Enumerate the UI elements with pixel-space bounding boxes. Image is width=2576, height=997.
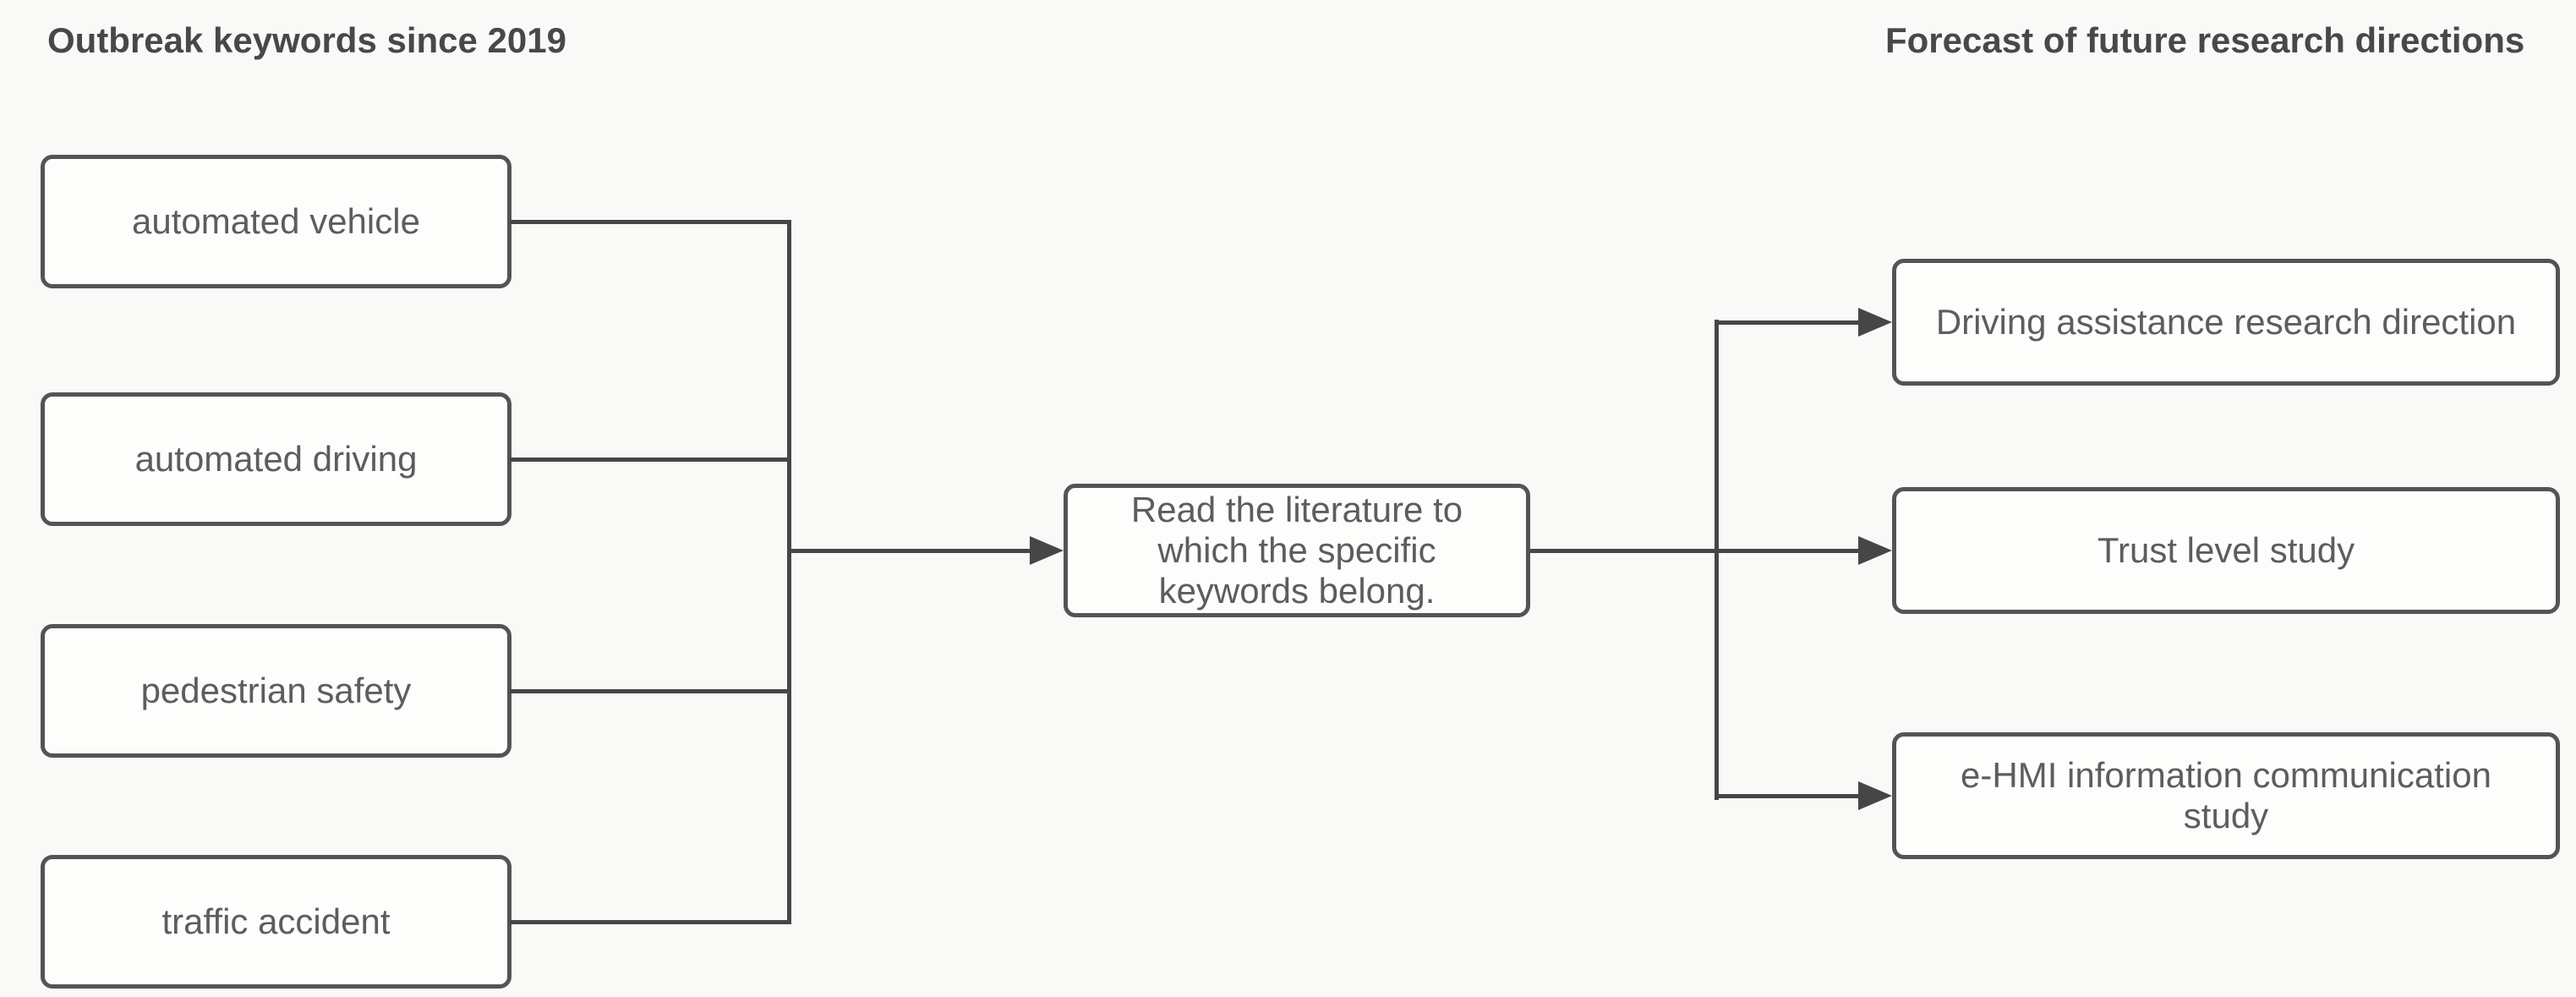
node-driving-assistance-direction: Driving assistance research direction: [1892, 259, 2560, 386]
arrow-to-trust-level-arrowhead-icon: [1858, 536, 1892, 565]
node-read-literature: Read the literature to which the specifi…: [1064, 484, 1530, 617]
node-label: automated driving: [134, 438, 418, 479]
node-label: Driving assistance research direction: [1935, 301, 2517, 342]
connector-stub-automated-driving: [510, 457, 790, 462]
node-pedestrian-safety: pedestrian safety: [41, 624, 511, 758]
node-label: e-HMI information communication study: [1961, 754, 2491, 835]
node-automated-driving: automated driving: [41, 392, 511, 526]
connector-stub-traffic-accident: [510, 920, 790, 924]
connector-stub-pedestrian-safety: [510, 689, 790, 693]
node-automated-vehicle: automated vehicle: [41, 155, 511, 288]
arrow-to-ehmi-shaft: [1715, 794, 1860, 798]
distribution-line: [1715, 320, 1719, 800]
node-label: pedestrian safety: [140, 670, 412, 710]
arrow-to-driving-assistance-shaft: [1715, 320, 1860, 325]
arrow-to-process-shaft: [787, 549, 1032, 553]
arrow-to-driving-assistance-arrowhead-icon: [1858, 308, 1892, 337]
connector-stub-automated-vehicle: [510, 220, 790, 224]
node-label: automated vehicle: [132, 200, 420, 241]
node-ehmi-communication-study: e-HMI information communication study: [1892, 732, 2560, 859]
node-trust-level-study: Trust level study: [1892, 487, 2560, 614]
collector-line: [787, 220, 791, 924]
arrow-to-trust-level-shaft: [1530, 549, 1860, 553]
left-column-heading: Outbreak keywords since 2019: [47, 20, 566, 60]
arrow-to-process-arrowhead-icon: [1030, 536, 1064, 565]
node-traffic-accident: traffic accident: [41, 855, 511, 989]
right-column-heading: Forecast of future research directions: [1885, 20, 2525, 60]
node-label: Read the literature to which the specifi…: [1130, 489, 1463, 611]
arrow-to-ehmi-arrowhead-icon: [1858, 781, 1892, 810]
node-label: traffic accident: [161, 901, 391, 941]
node-label: Trust level study: [2097, 529, 2355, 570]
